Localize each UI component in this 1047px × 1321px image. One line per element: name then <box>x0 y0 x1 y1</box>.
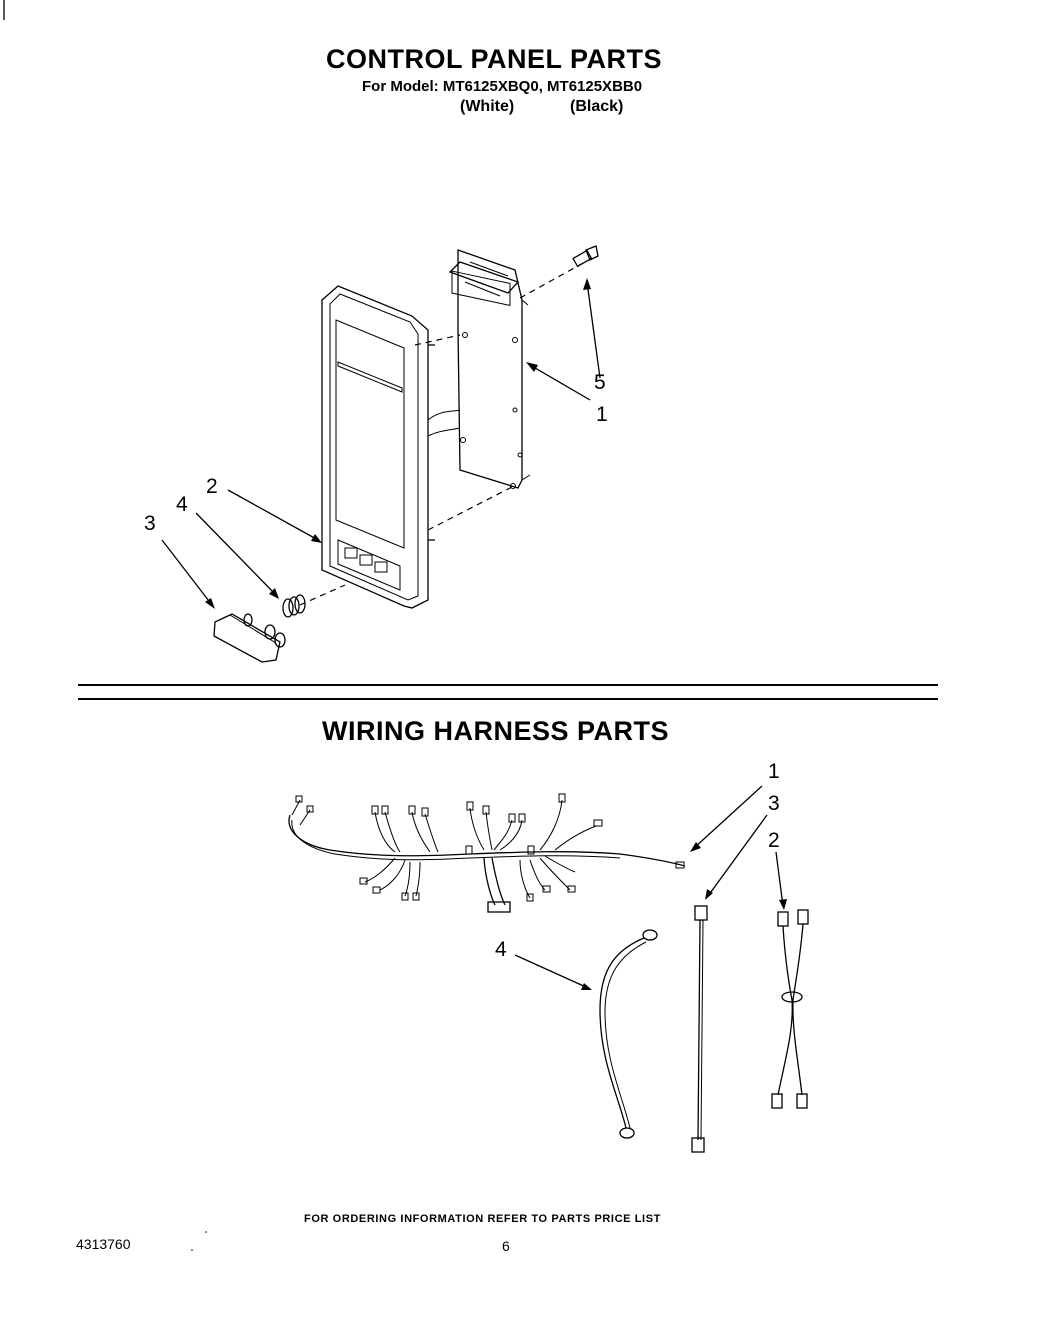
wiring-callout-1: 1 <box>768 760 780 783</box>
wiring-callout-4: 4 <box>495 938 507 961</box>
ordering-note: FOR ORDERING INFORMATION REFER TO PARTS … <box>304 1213 661 1225</box>
page-number: 6 <box>502 1238 510 1254</box>
page-title: CONTROL PANEL PARTS <box>326 44 663 74</box>
callout-3: 3 <box>144 512 156 535</box>
control-panel-frame <box>321 285 461 609</box>
double-wire <box>771 909 809 1109</box>
spring <box>282 594 306 618</box>
callout-4: 4 <box>176 493 188 516</box>
color-label-white: (White) <box>460 98 515 115</box>
model-line: For Model: MT6125XBQ0, MT6125XBB0 <box>362 78 643 95</box>
color-label-black: (Black) <box>570 98 624 115</box>
circuit-board-bracket <box>448 249 531 489</box>
screw <box>572 245 599 268</box>
wiring-section-title: WIRING HARNESS PARTS <box>322 716 670 746</box>
wiring-callout-2: 2 <box>768 829 780 852</box>
callout-5: 5 <box>594 371 606 394</box>
main-wire-harness <box>288 793 686 913</box>
single-wire <box>691 905 708 1153</box>
ground-wire <box>599 929 658 1139</box>
callout-1: 1 <box>596 403 608 426</box>
document-number: 4313760 <box>76 1236 131 1252</box>
callout-2: 2 <box>206 475 218 498</box>
wiring-callout-3: 3 <box>768 792 780 815</box>
push-button <box>213 613 286 663</box>
